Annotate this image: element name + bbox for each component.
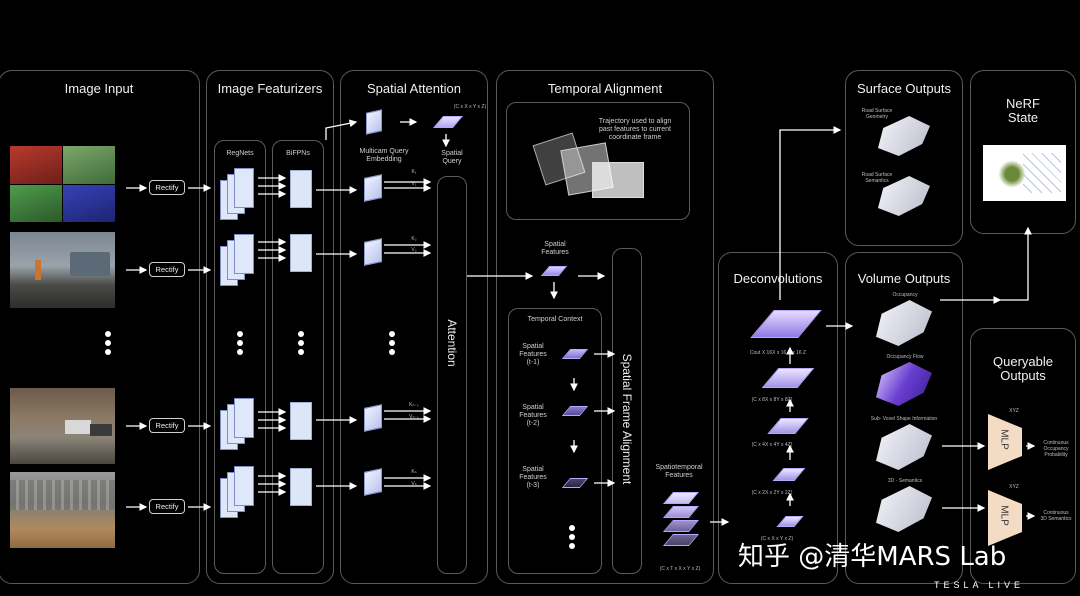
rectify-block-3: Rectify [149,418,185,433]
spatial-attention-panel: Spatial Attention [340,70,488,584]
deconv-4x-label: (C x 4X x 4Y x 4Z) [751,442,793,448]
rectify-block-4: Rectify [149,499,185,514]
temporal-context-dots [568,522,576,552]
query-embedding-cube [366,109,382,135]
road-semantics-label: Road Surface Semantics [861,172,893,184]
spatiotemporal-features-label: Spatiotemporal Features [655,464,703,479]
continuous-semantics-label: Continuous 3D Semantics [1040,510,1072,522]
kv-cube-4 [364,468,382,496]
deconv-2x-label: (C x 2X x 2Y x 2Z) [751,490,793,496]
attention-label: Attention [445,319,459,367]
xyz-label-1: XYZ [1009,408,1019,414]
image-featurizers-title: Image Featurizers [217,81,323,96]
camera-image-4 [10,472,115,548]
multicam-query-label: Multicam Query Embedding [359,148,409,163]
occupancy-label: Occupancy [892,292,918,298]
temporal-context-box [508,308,602,574]
nerf-state-image [983,145,1066,201]
regnet-dots [236,328,244,358]
bifpn-dots [297,328,305,358]
kv-dots [388,328,396,358]
k1-label: K₁ [411,169,417,175]
xyz-label-2: XYZ [1009,484,1019,490]
spatial-features-t1-label: Spatial Features (t-1) [519,343,547,366]
camera-image-2 [10,232,115,308]
spatial-features-t3-label: Spatial Features (t-3) [519,466,547,489]
regnet-stack-4 [220,464,260,520]
image-input-title: Image Input [64,81,134,96]
spatial-query-dims: (C x X x Y x Z) [453,104,487,110]
deconv-8x-label: (C x 8X x 8Y x 8Z) [751,397,793,403]
spatiotemporal-stack [660,492,704,548]
regnet-stack-2 [220,232,260,288]
subvoxel-label: Sub- Voxel Shape Information [870,416,938,422]
mlp-label-1: MLP [998,429,1010,450]
occupancy-flow-label: Occupancy Flow [886,354,924,360]
nerf-state-title: NeRF State [1006,96,1040,125]
volume-outputs-panel: Volume Outputs [845,252,963,584]
regnets-box [214,140,266,574]
regnet-stack-1 [220,166,260,222]
vn-label: Vₙ [411,481,417,487]
volume-outputs-title: Volume Outputs [857,271,951,286]
deconvolutions-panel: Deconvolutions [718,252,838,584]
trajectory-frames [530,120,646,200]
bifpn-block-2 [290,234,312,272]
v2-label: V₂ [411,247,417,253]
spatial-features-t2-label: Spatial Features (t-2) [519,404,547,427]
surface-outputs-panel: Surface Outputs [845,70,963,246]
attention-block [437,176,467,574]
spatial-query-label: Spatial Query [441,150,463,165]
image-featurizers-panel: Image Featurizers [206,70,334,584]
spatial-features-label: Spatial Features [541,241,569,256]
k2-label: K₂ [411,236,417,242]
queryable-outputs-title: Queryable Outputs [993,354,1053,383]
deconv-1x-label: (C x X x Y x Z) [760,536,794,542]
bifpns-label: BiFPNs [286,150,310,157]
road-geometry-label: Road Surface Geometry [861,108,893,120]
temporal-context-label: Temporal Context [527,316,583,323]
bifpn-block-4 [290,468,312,506]
surface-outputs-title: Surface Outputs [857,81,951,96]
camera-image-3 [10,388,115,464]
kv-cube-3 [364,404,382,432]
vn1-label: Vₙ₋₁ [409,414,419,420]
spatiotemporal-dims: (C x T x X x Y x Z) [659,566,701,572]
spatial-frame-alignment-label: Spatial Frame Alignment [620,353,634,485]
more-cameras-dots [104,328,112,358]
spatial-attention-title: Spatial Attention [367,81,461,96]
rectify-block-1: Rectify [149,180,185,195]
watermark-text: 知乎 @清华MARS Lab [738,542,1007,572]
semantics3d-label: 3D - Semantics [887,478,923,484]
deconv-16x-label: Cout X 16X x 16 Y x 16 Z [749,350,807,356]
kv-cube-1 [364,174,382,202]
camera-image-1 [10,146,115,222]
deconvolutions-title: Deconvolutions [733,271,823,286]
image-input-panel: Image Input [0,70,200,584]
mlp-label-2: MLP [998,505,1010,526]
bifpns-box [272,140,324,574]
bifpn-block-3 [290,402,312,440]
regnet-stack-3 [220,396,260,452]
kn1-label: Kₙ₋₁ [409,402,419,408]
tesla-live-logo: TESLA LIVE [934,580,1025,590]
queryable-outputs-panel: Queryable Outputs [970,328,1076,584]
continuous-occupancy-label: Continuous Occupancy Probability [1043,440,1069,458]
v1-label: V₁ [411,181,417,187]
kv-cube-2 [364,238,382,266]
trajectory-text: Trajectory used to align past features t… [598,118,672,141]
kn-label: Kₙ [411,469,417,475]
bifpn-block-1 [290,170,312,208]
rectify-block-2: Rectify [149,262,185,277]
temporal-alignment-title: Temporal Alignment [547,81,663,96]
regnets-label: RegNets [226,150,254,157]
temporal-alignment-panel: Temporal Alignment [496,70,714,584]
trajectory-box [506,102,690,220]
